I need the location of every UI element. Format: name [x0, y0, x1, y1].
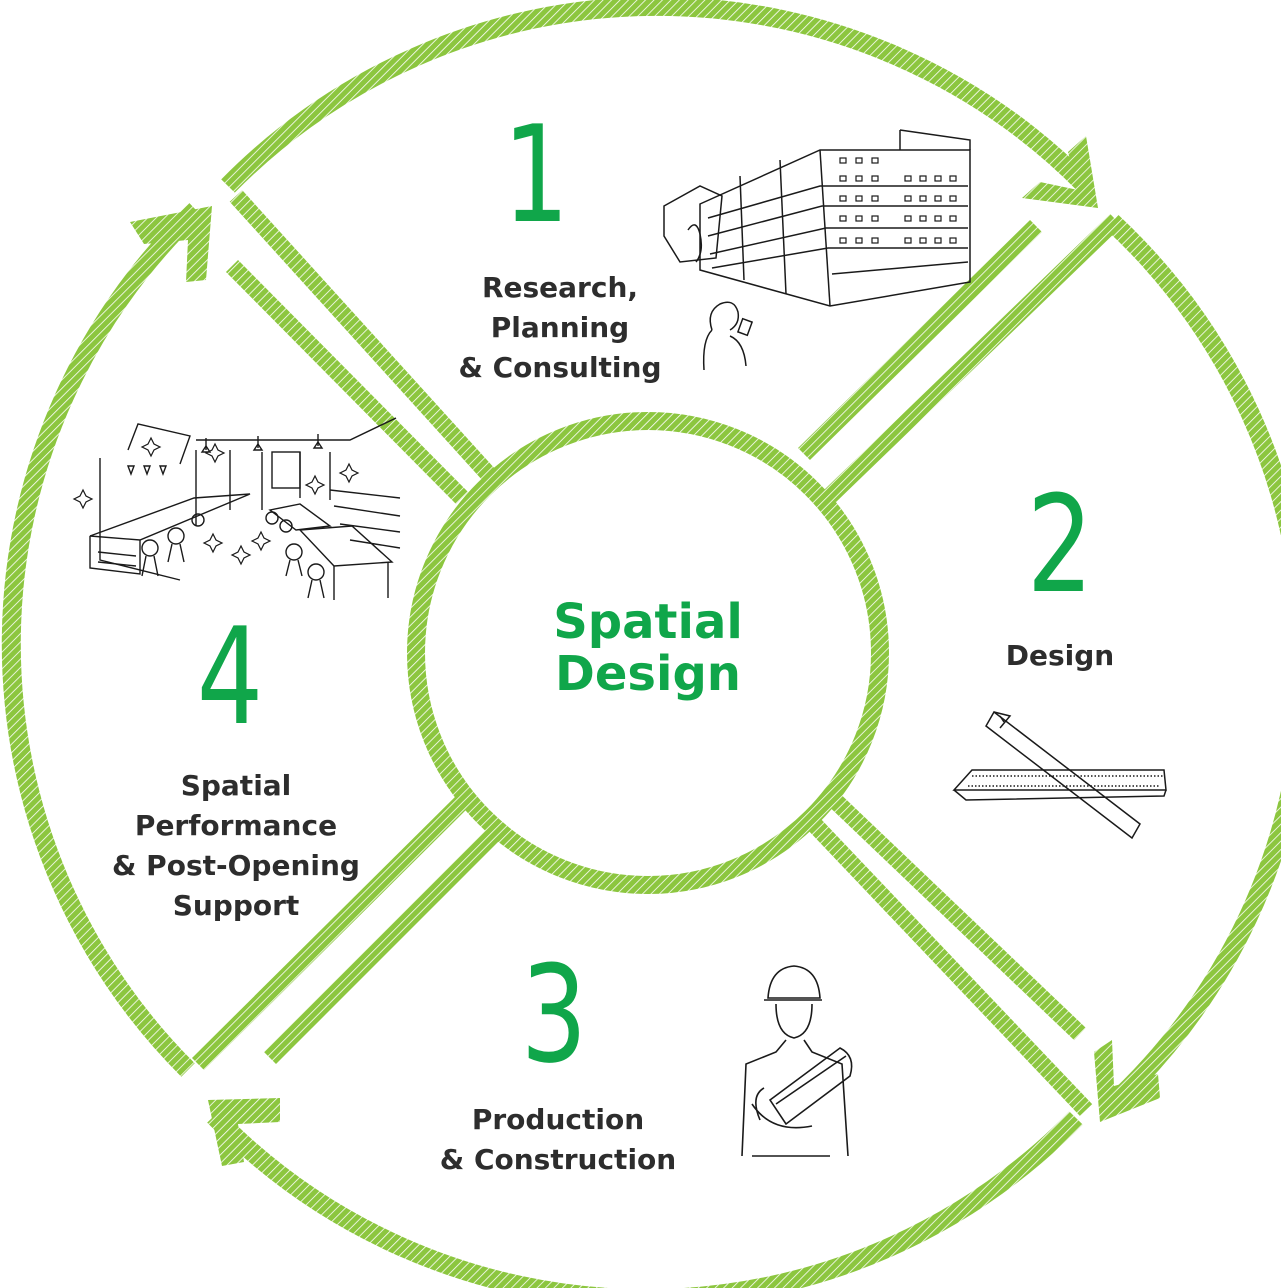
- arc-step2-to-step3: [1101, 215, 1281, 1116]
- step-3-number: 3: [520, 937, 588, 1093]
- step-4-number: 4: [196, 599, 264, 755]
- step-1-label: Research, Planning & Consulting: [458, 271, 662, 384]
- dividers: [192, 190, 1122, 1116]
- arrowhead-1: [1022, 136, 1098, 208]
- center-title-line1: Spatial: [553, 594, 743, 650]
- construction-worker-illustration: [741, 965, 853, 1157]
- center-circle: [407, 412, 889, 894]
- arc-step1-to-step2: [221, 0, 1093, 193]
- building-and-person-illustration: [663, 129, 971, 371]
- step-2-label: Design: [1005, 639, 1115, 672]
- arc-step4-to-step1: [1, 203, 203, 1077]
- arc-step3-to-step4: [207, 1109, 1083, 1288]
- center-title-line2: Design: [555, 646, 741, 702]
- center-title: Spatial Design: [500, 596, 796, 700]
- step-2-number: 2: [1026, 467, 1094, 623]
- arrowhead-4: [130, 206, 212, 282]
- step-1-number: 1: [502, 97, 570, 253]
- step-4-label: Spatial Performance & Post-Opening Suppo…: [112, 769, 360, 922]
- pencil-and-scale-ruler-illustration: [952, 710, 1167, 840]
- arrowheads: [130, 136, 1160, 1166]
- step-3-label: Production & Construction: [439, 1103, 677, 1176]
- bar-interior-illustration: [72, 417, 401, 600]
- arrowhead-2: [1094, 1040, 1160, 1122]
- arrowhead-3: [208, 1098, 280, 1166]
